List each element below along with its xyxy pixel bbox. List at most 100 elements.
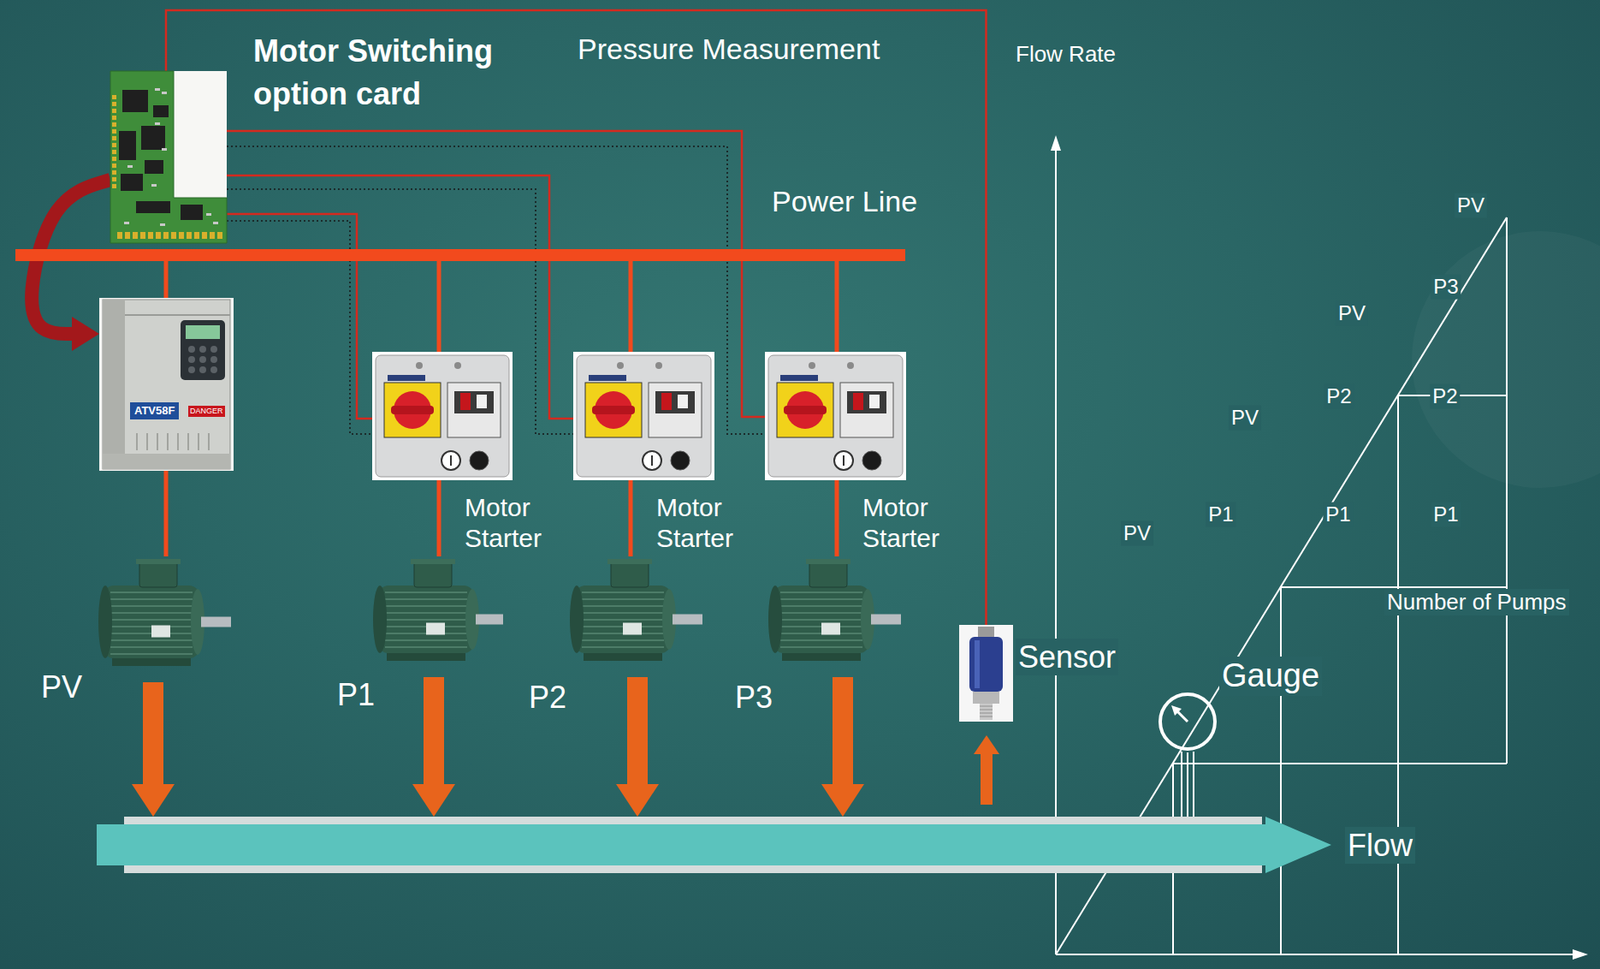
drive-base	[102, 453, 231, 469]
window	[847, 391, 887, 414]
screw	[847, 361, 854, 369]
pump-motor-drawing	[369, 556, 505, 664]
connector	[164, 260, 169, 298]
cooling-fin	[780, 639, 863, 641]
motor-body	[574, 585, 671, 653]
node-text: Motor Starter	[862, 491, 966, 554]
motor-starter-drawing	[764, 351, 907, 480]
vent	[187, 432, 190, 451]
key	[199, 355, 207, 363]
component	[161, 148, 167, 151]
screw	[454, 361, 462, 369]
node-text: Motor Switching option card	[253, 29, 536, 117]
indicator	[869, 394, 880, 409]
cooling-fin	[780, 591, 863, 593]
cooling-fin	[110, 611, 193, 614]
connector	[437, 480, 442, 557]
motor-starter-drawing	[372, 351, 513, 480]
gauge-dial	[1160, 693, 1215, 749]
node-text: Gauge	[1219, 656, 1322, 696]
connector-pin	[217, 231, 223, 239]
chip	[136, 201, 171, 214]
shaft	[475, 614, 504, 625]
isolator-plate	[384, 382, 441, 438]
motor-feet	[583, 652, 663, 661]
thread-line	[979, 709, 993, 711]
pressure-gauge-drawing	[1156, 690, 1219, 753]
component	[206, 213, 212, 216]
fan-cover	[768, 585, 783, 653]
option-card: Motor Switching option card	[110, 71, 227, 243]
component	[151, 183, 157, 187]
power-bus	[15, 248, 906, 261]
connector	[627, 676, 648, 784]
header-pin	[112, 170, 117, 175]
window	[454, 391, 494, 414]
flow-pipe-drawing	[96, 816, 1332, 873]
thread-line	[979, 716, 993, 718]
start-mark	[842, 455, 845, 466]
fan-cover	[98, 585, 113, 658]
cooling-fin	[780, 598, 863, 600]
shaft	[871, 614, 901, 625]
chip	[180, 204, 203, 220]
pump-motor-drawing	[94, 556, 233, 669]
pump-motor-drawing	[566, 556, 705, 664]
stop-button	[862, 450, 882, 470]
starter-ground	[573, 351, 715, 480]
node-text: Power Line	[771, 183, 918, 220]
motor-starter: Motor Starter	[764, 351, 907, 480]
brand-plate	[387, 374, 426, 381]
terminal-lid	[136, 558, 181, 564]
pump-label: P2	[1323, 384, 1354, 409]
screw	[415, 361, 423, 369]
connector	[226, 213, 373, 419]
start-button	[441, 450, 461, 470]
pump-motor: PV	[94, 556, 233, 669]
start-mark	[450, 455, 452, 466]
gauge-stem	[1192, 751, 1195, 817]
starter-ground	[764, 351, 907, 480]
cooling-fin	[780, 618, 863, 621]
window	[655, 391, 695, 414]
cooling-fin	[110, 618, 193, 621]
axis-arrowhead	[1050, 135, 1061, 151]
stop-button	[469, 450, 489, 470]
name-plate	[426, 622, 445, 635]
cooling-fin	[385, 598, 468, 600]
header-pin	[112, 129, 117, 134]
contactor	[840, 382, 894, 438]
node-text: ATV58F	[130, 402, 179, 420]
key	[188, 366, 196, 374]
vent	[156, 432, 159, 451]
variable-speed-drive: ATV58FDANGER	[99, 297, 234, 471]
shaft	[201, 616, 232, 628]
connector-pin	[201, 231, 208, 239]
cooling-fin	[581, 645, 664, 648]
terminal-lid	[607, 558, 652, 564]
header-pin	[112, 108, 117, 113]
motor-body	[773, 585, 870, 653]
signal-label: Pressure Measurement	[577, 31, 880, 67]
node-text: Motor Starter	[656, 491, 759, 554]
header-pin	[112, 149, 117, 155]
connector-pin	[117, 231, 123, 239]
motor-feet	[386, 652, 466, 661]
cooling-fin	[110, 639, 193, 641]
cooling-fin	[581, 591, 664, 593]
flow-pipe: Flow	[96, 816, 1332, 873]
variable-speed-drive-drawing	[99, 297, 234, 471]
header-pin	[112, 142, 117, 148]
brand-plate	[588, 374, 627, 381]
cooling-fin	[581, 639, 664, 641]
vent	[197, 432, 200, 451]
cooling-fin	[385, 591, 468, 593]
connector	[423, 676, 445, 784]
pump-label: P1	[1322, 502, 1353, 528]
component	[154, 88, 160, 91]
grid-line	[1397, 395, 1399, 955]
connector-pin	[186, 231, 192, 239]
terminal-box	[139, 561, 178, 587]
motor-body	[103, 585, 200, 658]
vent	[207, 432, 210, 451]
